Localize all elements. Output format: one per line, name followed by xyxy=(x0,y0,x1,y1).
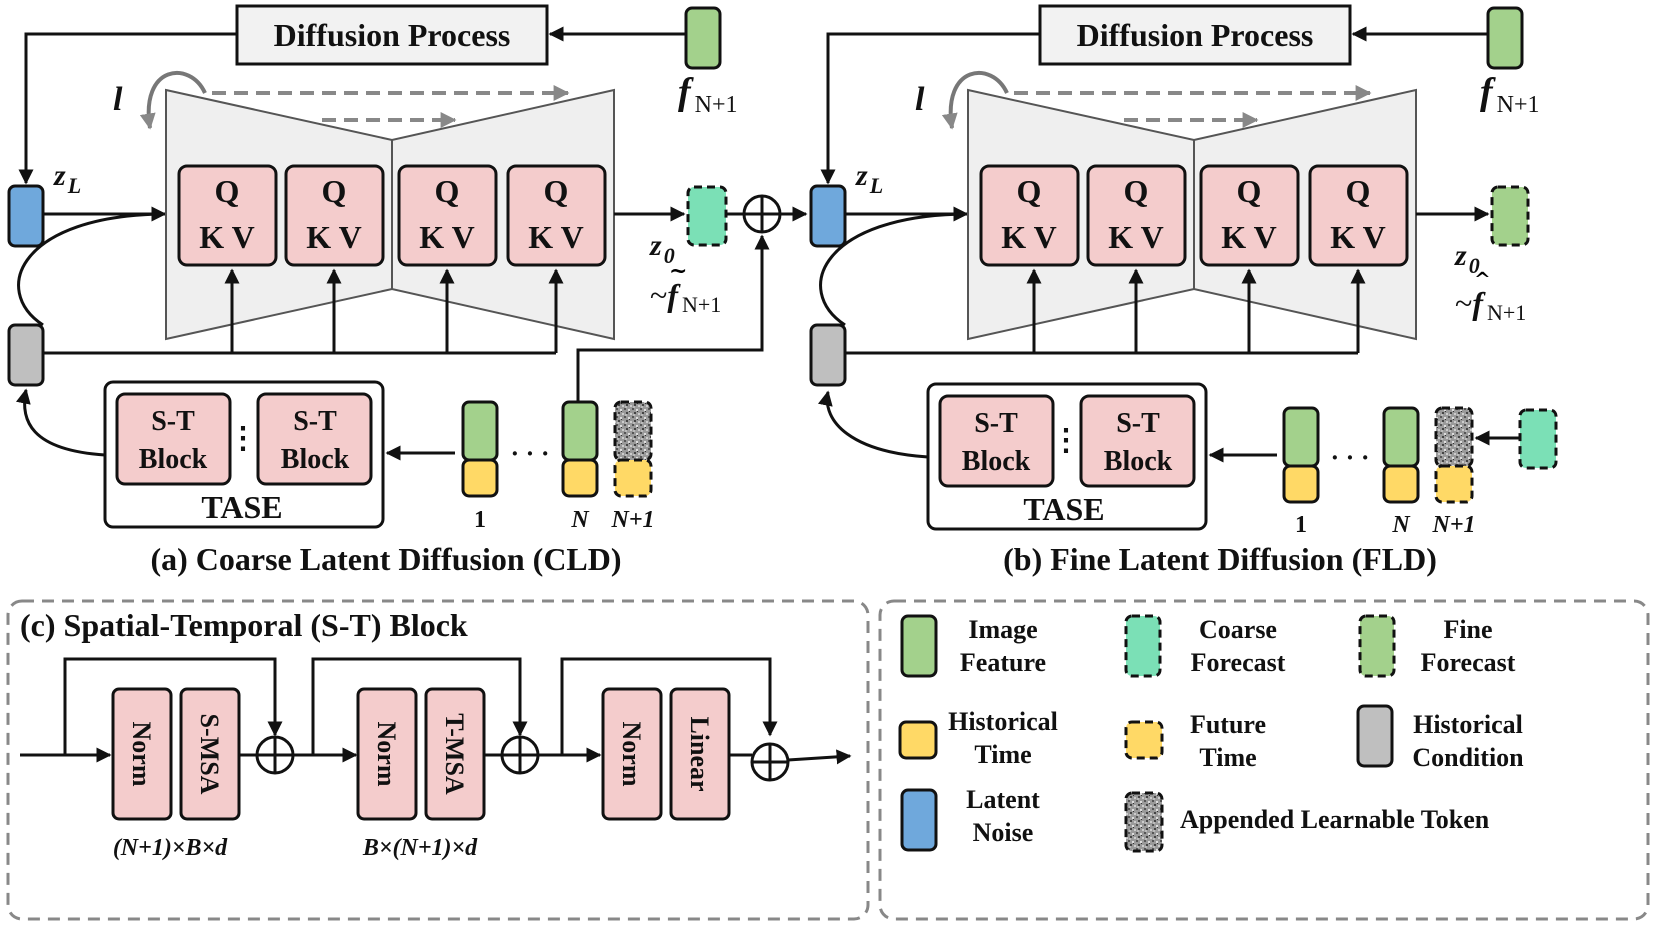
caption-b: (b) Fine Latent Diffusion (FLD) xyxy=(1003,541,1437,577)
svg-text:(N+1)×B×d: (N+1)×B×d xyxy=(113,835,228,861)
svg-text:Q: Q xyxy=(1124,173,1149,209)
svg-text:z0: z0 xyxy=(649,229,675,268)
diffusion-process-box xyxy=(1038,4,1352,66)
svg-text:K V: K V xyxy=(528,219,583,255)
svg-text:Block: Block xyxy=(1104,446,1173,477)
svg-text:Q: Q xyxy=(1346,173,1371,209)
diffusion-process-label: Diffusion Process xyxy=(1077,17,1314,53)
f-next-sub: N+1 xyxy=(695,92,738,118)
svg-text:~: ~ xyxy=(669,258,687,284)
z-l-label: z xyxy=(53,159,66,192)
svg-text:fN+1: fN+1 xyxy=(678,71,738,118)
historical-condition-token xyxy=(7,323,45,387)
svg-text:1: 1 xyxy=(1295,512,1307,538)
caption-a: (a) Coarse Latent Diffusion (CLD) xyxy=(150,541,621,577)
coarse-forecast-token xyxy=(686,185,728,247)
qkv-block xyxy=(506,164,607,267)
curved-loop-arrow-icon xyxy=(139,70,207,130)
svg-text:N: N xyxy=(570,507,590,533)
svg-text:Block: Block xyxy=(962,446,1031,477)
svg-text:Q: Q xyxy=(1017,173,1042,209)
svg-text:Norm: Norm xyxy=(127,722,156,787)
svg-text:zL: zL xyxy=(53,159,81,198)
svg-text:S-MSA: S-MSA xyxy=(195,714,224,795)
svg-text:Q: Q xyxy=(215,173,240,209)
svg-text:zL: zL xyxy=(855,159,883,198)
qkv-block xyxy=(284,164,385,267)
svg-text:Block: Block xyxy=(281,444,350,475)
svg-text:S-T: S-T xyxy=(974,408,1018,439)
svg-text:N+1: N+1 xyxy=(1431,512,1475,538)
qkv-block xyxy=(177,164,278,267)
svg-text:· · ·: · · · xyxy=(1330,443,1369,472)
svg-text:fN+1: fN+1 xyxy=(1480,71,1540,118)
svg-text:K V: K V xyxy=(1001,219,1056,255)
svg-text:K V: K V xyxy=(306,219,361,255)
svg-text:N: N xyxy=(1391,512,1411,538)
fine-forecast-token xyxy=(1490,185,1530,247)
svg-text:Q: Q xyxy=(322,173,347,209)
svg-text:T-MSA: T-MSA xyxy=(440,713,469,795)
svg-text:K V: K V xyxy=(199,219,254,255)
svg-text:Norm: Norm xyxy=(372,722,401,787)
svg-text:K V: K V xyxy=(1108,219,1163,255)
st-block xyxy=(115,392,232,486)
svg-text:S-T: S-T xyxy=(1116,408,1160,439)
svg-text:Norm: Norm xyxy=(617,722,646,787)
svg-text:⋮: ⋮ xyxy=(228,422,258,455)
svg-text:TASE: TASE xyxy=(1023,491,1104,527)
loop-label: l xyxy=(113,81,123,118)
svg-text:Block: Block xyxy=(139,444,208,475)
st-block xyxy=(256,392,373,486)
svg-text:K V: K V xyxy=(419,219,474,255)
svg-text:K V: K V xyxy=(1221,219,1276,255)
svg-text:~fN+1: ~fN+1 xyxy=(1455,285,1526,325)
svg-text:· · ·: · · · xyxy=(510,439,549,468)
curved-loop-arrow-icon xyxy=(941,70,1009,130)
tase-label: TASE xyxy=(201,489,282,525)
svg-text:S-T: S-T xyxy=(293,406,337,437)
svg-text:Q: Q xyxy=(544,173,569,209)
svg-text:l: l xyxy=(915,81,925,118)
svg-text:S-T: S-T xyxy=(151,406,195,437)
svg-text:B×(N+1)×d: B×(N+1)×d xyxy=(362,835,478,861)
image-feature-token xyxy=(684,6,722,70)
svg-text:Linear: Linear xyxy=(685,716,714,791)
latent-noise-token xyxy=(7,184,45,248)
svg-text:K V: K V xyxy=(1330,219,1385,255)
qkv-blocks: Q K V Q K V Q K V Q K V xyxy=(177,164,607,267)
z-l-sub: L xyxy=(67,173,81,198)
svg-text:z0: z0 xyxy=(1454,239,1480,278)
svg-text:~fN+1: ~fN+1 xyxy=(650,277,721,317)
svg-text:Appended Learnable Token: Appended Learnable Token xyxy=(1180,805,1490,834)
f-next-label: f xyxy=(678,71,694,113)
svg-text:^: ^ xyxy=(1474,267,1491,291)
panel-c: (c) Spatial-Temporal (S-T) Block Norm S-… xyxy=(6,599,870,921)
diffusion-process-label: Diffusion Process xyxy=(274,17,511,53)
svg-text:1: 1 xyxy=(474,507,486,533)
svg-text:Q: Q xyxy=(435,173,460,209)
svg-text:⋮: ⋮ xyxy=(1051,424,1081,457)
qkv-block xyxy=(397,164,498,267)
svg-text:N+1: N+1 xyxy=(610,507,654,533)
svg-text:Q: Q xyxy=(1237,173,1262,209)
panel-c-title: (c) Spatial-Temporal (S-T) Block xyxy=(20,607,468,643)
